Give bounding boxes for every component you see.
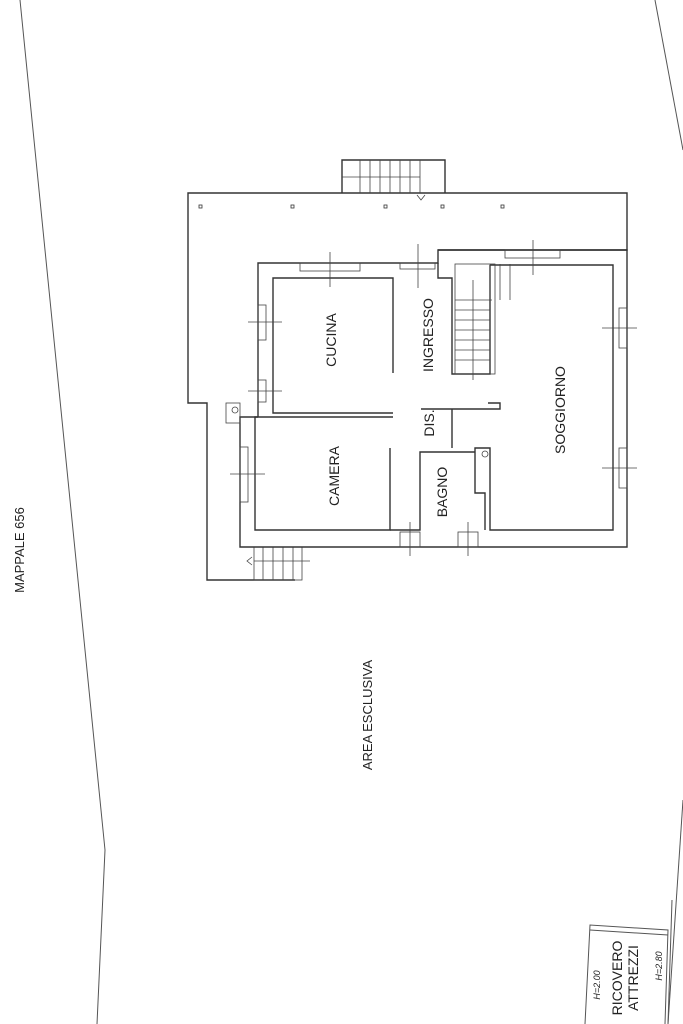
shed-height-left: H=2.00 xyxy=(592,970,602,999)
windows xyxy=(225,240,637,556)
room-label-bagno: BAGNO xyxy=(434,467,450,518)
soggiorno-walls xyxy=(474,264,614,531)
boundary-line-right-bottom xyxy=(667,799,683,1024)
terrace-outline xyxy=(187,192,628,581)
external-stair-top xyxy=(341,159,446,201)
ingresso-wall xyxy=(437,263,491,375)
room-label-camera: CAMERA xyxy=(326,445,342,506)
camera-walls xyxy=(254,416,393,531)
shed-height-right: H=2.80 xyxy=(654,951,664,980)
area-esclusiva-label: AREA ESCLUSIVA xyxy=(360,660,375,771)
shed-label-line1: RICOVERO xyxy=(609,941,625,1016)
mappale-label: MAPPALE 656 xyxy=(12,507,27,593)
room-label-dis: DIS. xyxy=(421,409,437,436)
boundary-line-left xyxy=(19,0,106,1024)
terrace-posts xyxy=(198,204,505,209)
room-label-soggiorno: SOGGIORNO xyxy=(552,366,568,454)
bagno-walls xyxy=(390,451,475,531)
dis-walls xyxy=(421,402,501,448)
shed-label-line2: ATTREZZI xyxy=(625,945,641,1011)
external-stair-bottom xyxy=(246,546,310,581)
shed-ricovero-attrezzi: RICOVERO ATTREZZI H=2.00 H=2.80 xyxy=(584,899,673,1024)
cucina-walls xyxy=(272,277,394,414)
boundary-line-right-top xyxy=(654,0,683,151)
room-label-cucina: CUCINA xyxy=(323,313,339,367)
room-label-ingresso: INGRESSO xyxy=(420,298,436,372)
internal-stair xyxy=(454,263,511,380)
